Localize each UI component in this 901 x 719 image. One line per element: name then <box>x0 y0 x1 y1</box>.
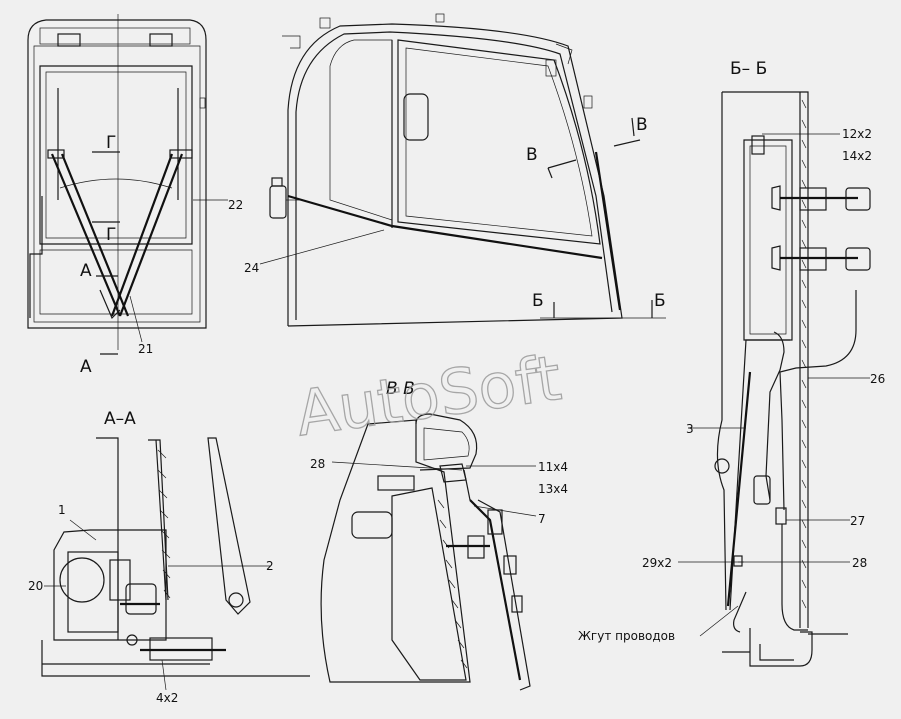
callout-26: 26 <box>870 372 885 386</box>
callout-4x2: 4х2 <box>156 691 178 705</box>
callout-14x2: 14х2 <box>842 149 872 163</box>
cut-marker-v-left: В <box>526 145 538 165</box>
cut-marker-v-right: В <box>636 115 648 135</box>
callout-29x2: 29х2 <box>642 556 672 570</box>
callout-21: 21 <box>138 342 153 356</box>
cab-side-view <box>259 13 666 327</box>
callout-1: 1 <box>58 503 66 517</box>
cut-marker-a-top: А <box>80 261 92 281</box>
cut-marker-b-right: Б <box>654 291 666 311</box>
cut-marker-g-top: Г <box>106 133 116 153</box>
callout-3: 3 <box>686 422 694 436</box>
callout-24: 24 <box>244 261 259 275</box>
callout-7: 7 <box>538 512 546 526</box>
cut-marker-g-bottom: Г <box>106 225 116 245</box>
callout-28-center: 28 <box>310 457 325 471</box>
watermark-text: AutoSoft <box>292 341 566 450</box>
cut-marker-a-bottom: А <box>80 357 92 377</box>
callout-28-right: 28 <box>852 556 867 570</box>
section-b-b <box>678 91 871 667</box>
callout-20: 20 <box>28 579 43 593</box>
section-v-v <box>320 413 537 691</box>
callout-22: 22 <box>228 198 243 212</box>
callout-11x4: 11х4 <box>538 460 568 474</box>
section-title-v-v: В В <box>386 379 415 399</box>
cab-front-view <box>27 14 228 355</box>
section-title-b-b: Б– Б <box>730 59 767 79</box>
cut-marker-b-left: Б <box>532 291 544 311</box>
callout-12x2: 12х2 <box>842 127 872 141</box>
section-title-a-a: А–А <box>104 409 136 429</box>
callout-harness: Жгут проводов <box>578 629 675 643</box>
callout-2: 2 <box>266 559 274 573</box>
callout-13x4: 13х4 <box>538 482 568 496</box>
section-a-a <box>41 437 310 691</box>
callout-27: 27 <box>850 514 865 528</box>
